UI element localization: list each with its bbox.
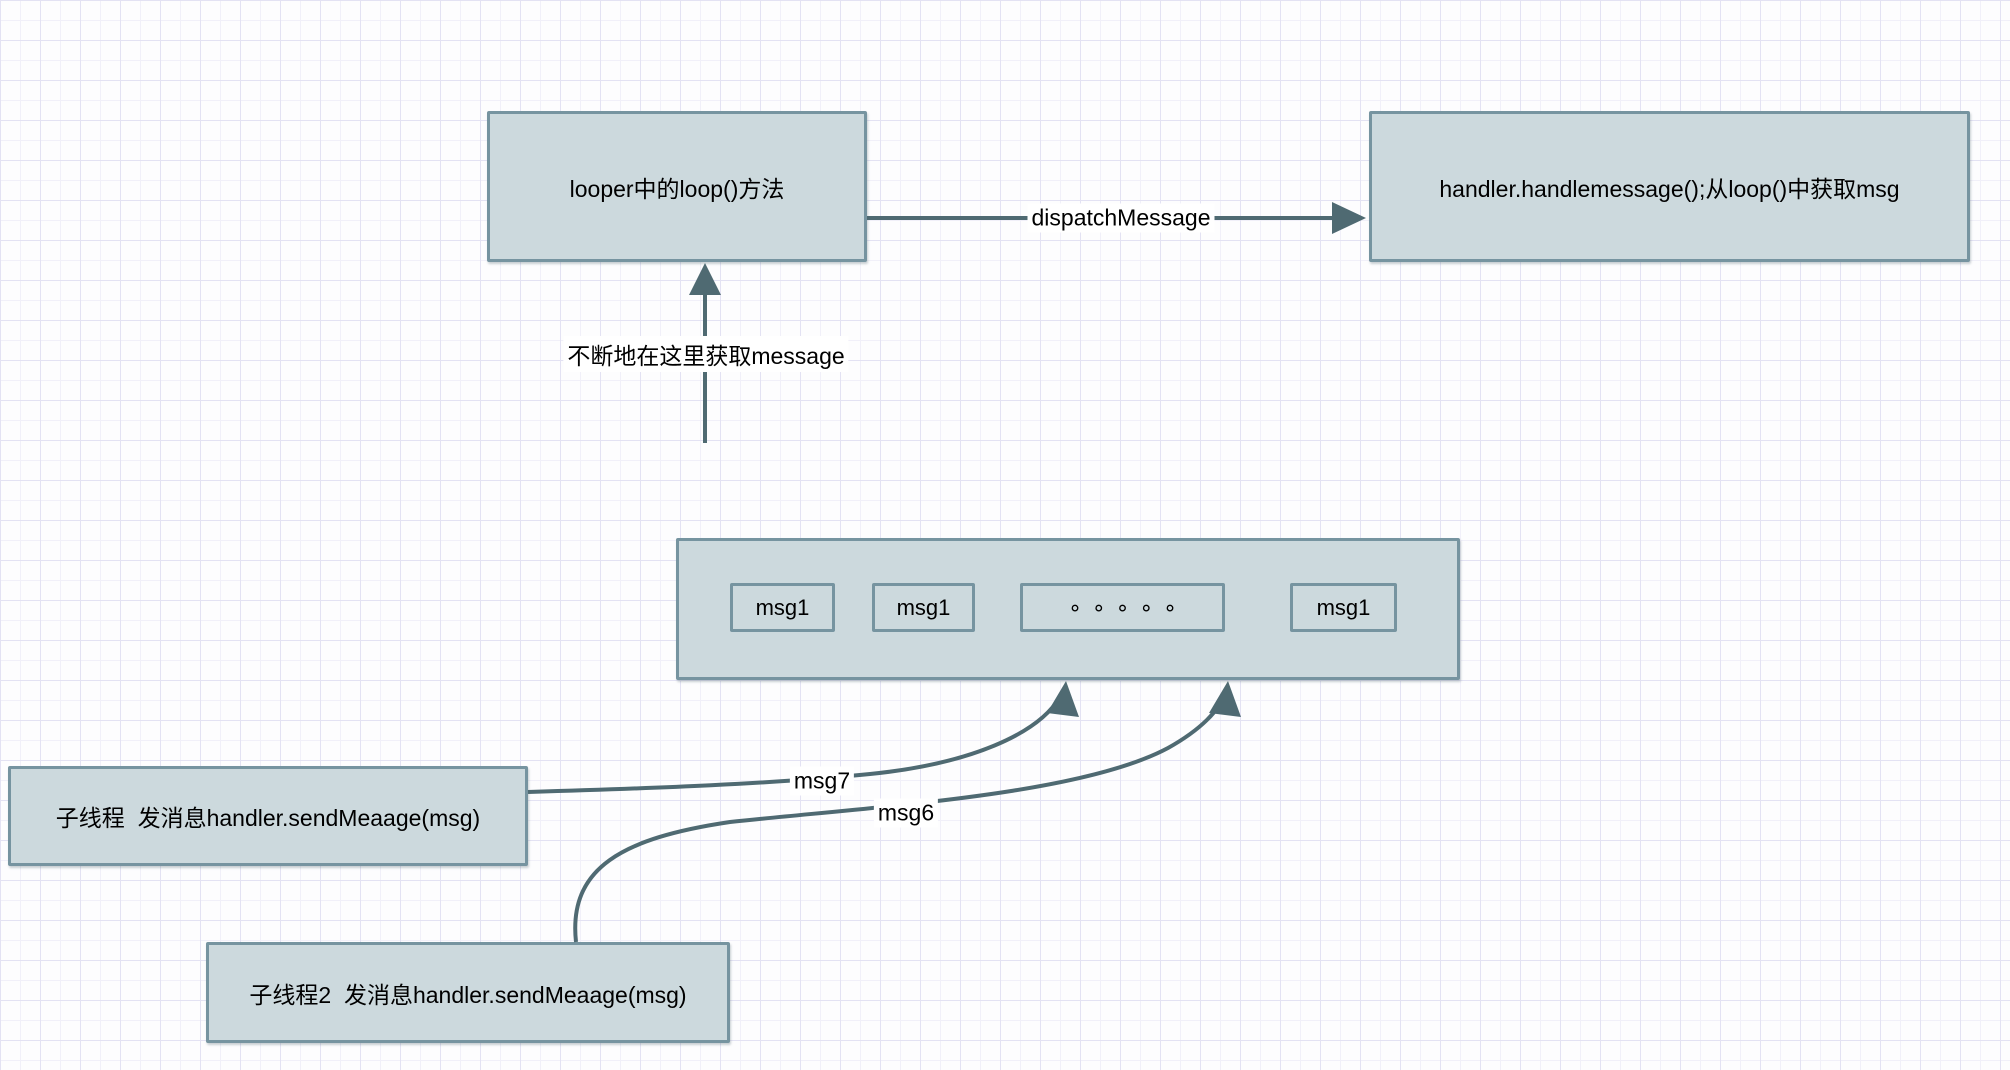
message-queue-node: msg1 msg1 ∘∘∘∘∘ msg1 [676,538,1460,680]
handler-handlemessage-node: handler.handlemessage();从loop()中获取msg [1369,111,1970,262]
child-thread1-label: 子线程 发消息handler.sendMeaage(msg) [55,805,481,831]
loop-fetch-arrowhead [689,263,721,295]
child-thread1-node: 子线程 发消息handler.sendMeaage(msg) [8,766,528,866]
dispatch-arrowhead [1332,202,1366,234]
queue-item-msg1-third: msg1 [1290,583,1397,632]
queue-item-ellipsis: ∘∘∘∘∘ [1020,583,1225,632]
msg6-edge-label: msg6 [873,798,939,828]
queue-item-label: msg1 [896,594,951,620]
child-thread2-node: 子线程2 发消息handler.sendMeaage(msg) [206,942,730,1043]
looper-loop-label: looper中的loop()方法 [569,175,785,202]
child-thread2-label: 子线程2 发消息handler.sendMeaage(msg) [249,981,687,1008]
dispatch-message-edge-label: dispatchMessage [1027,203,1215,233]
queue-item-msg1-second: msg1 [872,583,975,632]
msg6-arrowhead [1209,681,1241,717]
looper-loop-node: looper中的loop()方法 [487,111,867,262]
queue-item-label: msg1 [755,594,810,620]
handler-handlemessage-label: handler.handlemessage();从loop()中获取msg [1439,175,1900,202]
queue-ellipsis-dots: ∘∘∘∘∘ [1068,594,1187,620]
msg7-arrowhead [1047,681,1079,717]
loop-fetch-edge-label: 不断地在这里获取message [563,336,849,372]
queue-item-msg1-first: msg1 [730,583,835,632]
msg7-edge-label: msg7 [789,766,855,796]
queue-item-label: msg1 [1316,594,1371,620]
